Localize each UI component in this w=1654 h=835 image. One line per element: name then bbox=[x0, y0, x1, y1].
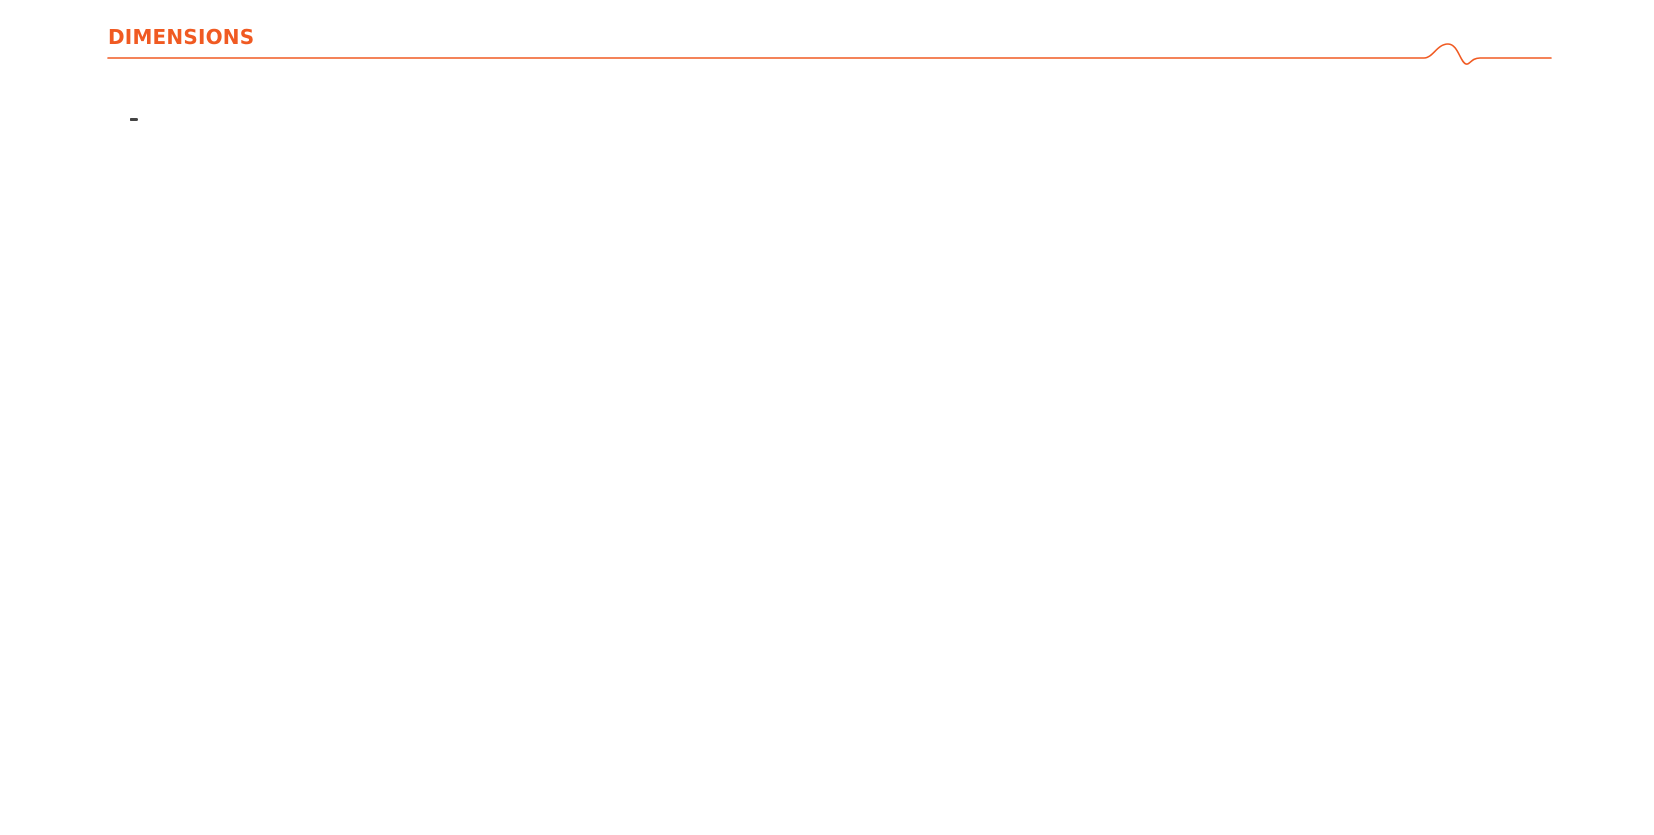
section-title: DIMENSIONS bbox=[108, 25, 255, 49]
section-header: DIMENSIONS bbox=[107, 22, 1552, 74]
divider-line bbox=[107, 43, 1552, 65]
wave-divider-icon bbox=[107, 43, 1552, 65]
content-area bbox=[130, 112, 1551, 712]
bullet-icon bbox=[130, 118, 138, 121]
